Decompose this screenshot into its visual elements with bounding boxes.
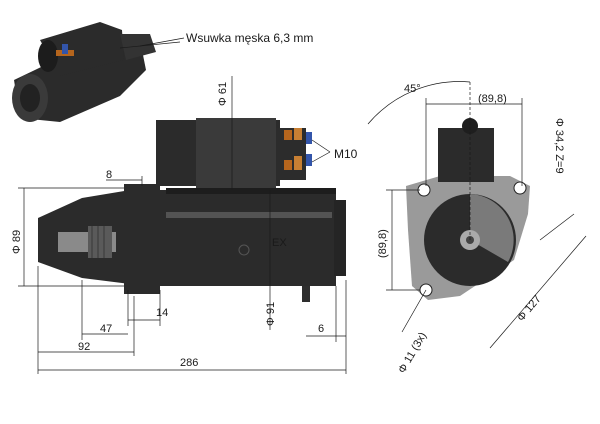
hole-spec: Φ 11 (3x) (396, 330, 429, 375)
dim-89-8-top: (89,8) (478, 93, 507, 105)
dim-phi-127: Φ 127 (515, 293, 544, 324)
dim-89-8-side: (89,8) (377, 229, 389, 258)
dim-phi-91: Φ 91 (265, 302, 277, 326)
side-dimensions: Φ 61 Φ 89 8 Φ 91 14 47 92 6 286 (11, 76, 347, 374)
svg-text:EX: EX (272, 237, 287, 249)
connector-callout: Wsuwka męska 6,3 mm (139, 31, 313, 47)
m10-callout: M10 (311, 139, 358, 163)
connector-label: Wsuwka męska 6,3 mm (186, 31, 313, 45)
front-view (406, 118, 530, 300)
dim-92: 92 (78, 341, 90, 353)
dim-6: 6 (318, 323, 324, 335)
dim-angle-45: 45° (404, 83, 421, 95)
side-view: EX (38, 118, 346, 302)
dim-14: 14 (156, 307, 168, 319)
dim-phi-89: Φ 89 (11, 230, 23, 254)
dim-286: 286 (180, 357, 198, 369)
dim-8: 8 (106, 169, 112, 181)
thread-label: M10 (334, 147, 358, 161)
dim-phi-61: Φ 61 (217, 82, 229, 106)
pinion-spec: Φ 34,2 Z=9 (553, 118, 565, 174)
dim-47: 47 (100, 323, 112, 335)
perspective-thumbnail (12, 22, 181, 122)
